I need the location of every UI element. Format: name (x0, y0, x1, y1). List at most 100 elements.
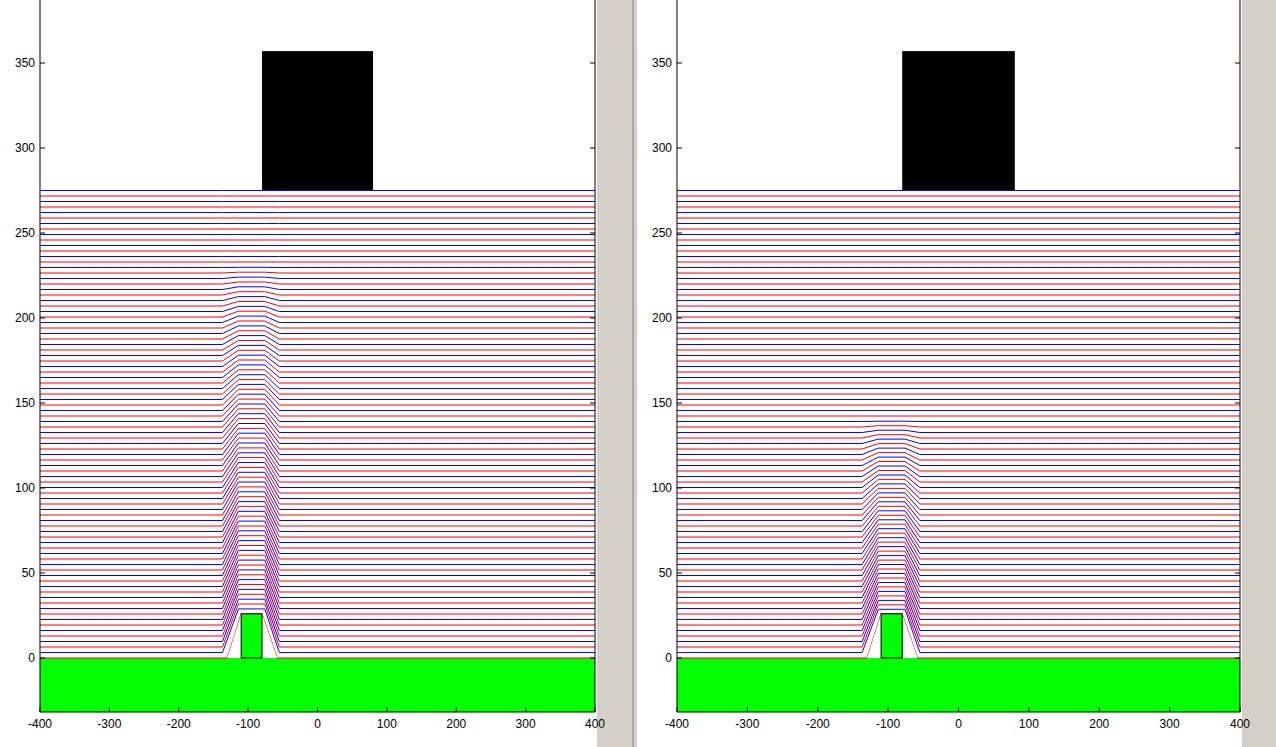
layer-line (677, 267, 1240, 268)
tick-mark (677, 488, 682, 489)
tick-label: 300 (652, 141, 672, 155)
tick-mark (40, 707, 41, 712)
layer-line (677, 605, 1240, 647)
layer-line (677, 551, 1240, 581)
layer-line (677, 295, 1240, 296)
layer-line (677, 240, 1240, 241)
tick-mark (40, 233, 45, 234)
layer-line (677, 439, 1240, 443)
layer-line (677, 538, 1240, 565)
tick-mark (40, 318, 45, 319)
tick-mark (1099, 707, 1100, 712)
layer-line (677, 493, 1240, 510)
layer-line (677, 399, 1240, 400)
layer-line (677, 190, 1240, 191)
tick-label: -300 (97, 717, 121, 731)
layer-line (40, 207, 595, 208)
layer-line (677, 497, 1240, 515)
layer-line (40, 399, 595, 416)
layer-line (677, 207, 1240, 208)
layer-line (40, 599, 595, 641)
axis-line (1240, 0, 1241, 712)
layer-line (40, 302, 595, 307)
tick-label: 100 (1019, 717, 1039, 731)
black-block (262, 51, 373, 190)
layer-line (677, 262, 1240, 263)
layer-line (40, 196, 595, 197)
tick-label: 200 (652, 311, 672, 325)
layer-line (40, 336, 595, 345)
layer-line (677, 306, 1240, 307)
tick-mark (109, 707, 110, 712)
layer-line (677, 457, 1240, 465)
layer-line (40, 428, 595, 449)
tick-mark (677, 573, 682, 574)
layer-line (677, 426, 1240, 427)
tick-label: 100 (15, 481, 35, 495)
tick-label: 50 (659, 566, 672, 580)
layer-line (40, 240, 595, 241)
tick-mark (40, 573, 45, 574)
layer-line (40, 277, 595, 278)
tick-label: 400 (585, 717, 605, 731)
layer-line (677, 278, 1240, 279)
tick-label: 350 (15, 56, 35, 70)
tick-mark (317, 707, 318, 712)
tick-label: 0 (955, 717, 962, 731)
layer-line (40, 256, 595, 257)
layer-line (677, 234, 1240, 235)
tick-label: 250 (15, 226, 35, 240)
layer-line (40, 448, 595, 471)
tick-mark (40, 488, 45, 489)
tick-mark (1235, 318, 1240, 319)
pillar-gap (227, 614, 277, 658)
tick-mark (747, 707, 748, 712)
tick-mark (590, 403, 595, 404)
tick-mark (590, 318, 595, 319)
layer-line (677, 405, 1240, 406)
window-grey (597, 0, 632, 747)
tick-mark (1169, 707, 1170, 712)
layer-line (677, 430, 1240, 432)
tick-mark (1240, 707, 1241, 712)
layer-line (677, 453, 1240, 460)
tick-mark (525, 707, 526, 712)
layer-line (40, 389, 595, 405)
tick-mark (178, 707, 179, 712)
tick-mark (590, 573, 595, 574)
layer-line (677, 366, 1240, 367)
layer-line (677, 529, 1240, 554)
layer-line (677, 196, 1240, 197)
tick-label: 100 (377, 717, 397, 731)
layer-line (677, 273, 1240, 274)
layer-line (677, 596, 1240, 636)
layer-line (40, 245, 595, 246)
layer-line (677, 383, 1240, 384)
tick-mark (40, 148, 45, 149)
layer-line (677, 372, 1240, 373)
layer-line (677, 339, 1240, 340)
tick-label: 200 (1089, 717, 1109, 731)
layer-line (677, 524, 1240, 548)
tick-label: 250 (652, 226, 672, 240)
tick-mark (590, 233, 595, 234)
tick-label: 150 (15, 396, 35, 410)
tick-mark (590, 658, 595, 659)
layer-line (677, 350, 1240, 351)
ground (677, 658, 1240, 712)
layer-line (40, 331, 595, 339)
tick-mark (1235, 63, 1240, 64)
layer-line (677, 218, 1240, 219)
layer-line (677, 300, 1240, 301)
axis-line (40, 0, 41, 712)
tick-mark (1235, 403, 1240, 404)
layer-line (40, 375, 595, 389)
layer-line (40, 212, 595, 213)
tick-label: 200 (446, 717, 466, 731)
layer-line (677, 317, 1240, 318)
layer-line (40, 384, 595, 399)
layer-line (677, 355, 1240, 356)
layer-line (40, 306, 595, 311)
tick-mark (817, 707, 818, 712)
layer-line (40, 492, 595, 521)
